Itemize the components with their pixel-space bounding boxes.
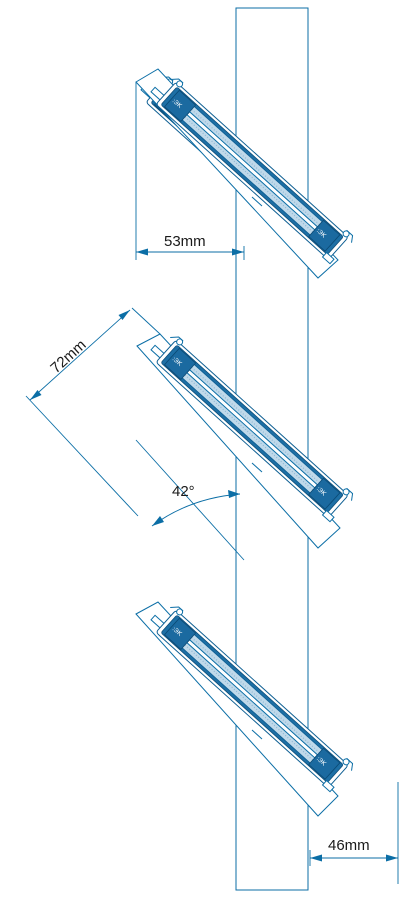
panel-assembly-middle: [136, 328, 357, 549]
dimension-53mm: 53mm: [135, 82, 245, 260]
dimension-72mm: 72mm: [25, 307, 161, 517]
dimension-angle: 42°: [135, 439, 245, 561]
label-46mm: 46mm: [328, 837, 370, 854]
label-53mm: 53mm: [164, 233, 206, 250]
dimension-46mm: 46mm: [309, 782, 399, 884]
label-72mm: 72mm: [47, 336, 89, 377]
label-42deg: 42°: [172, 483, 195, 500]
panel-assembly-upper: [135, 68, 357, 279]
panel-assembly-lower: [135, 598, 357, 817]
